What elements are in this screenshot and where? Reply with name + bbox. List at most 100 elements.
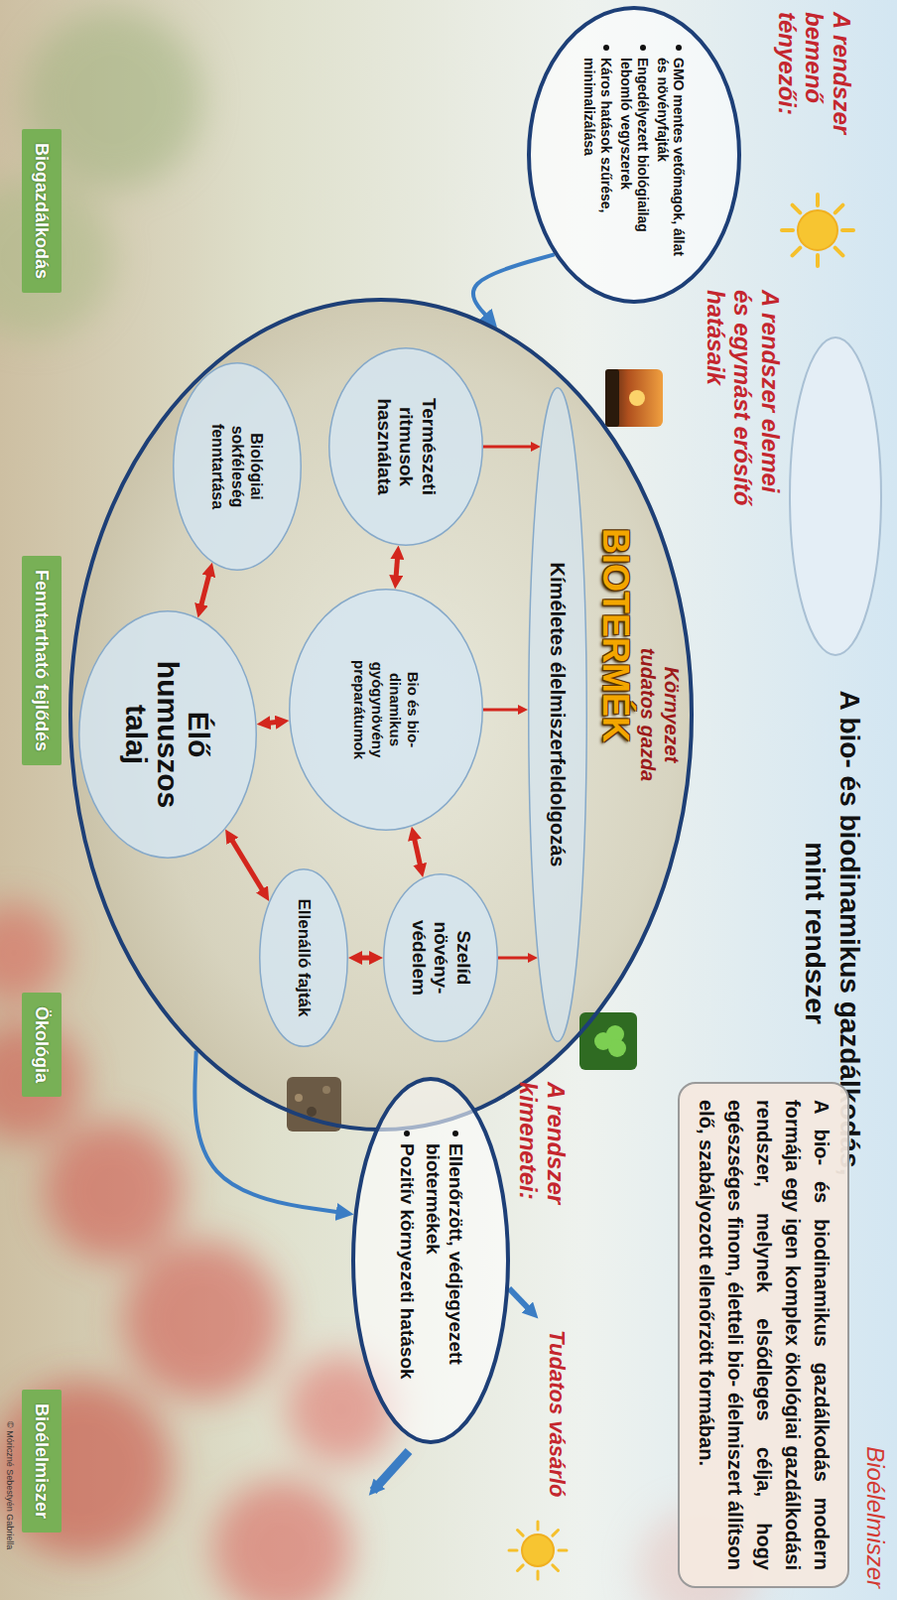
system-circle: Környezet tudatos gazdaBIOTERMÉK Kímélete… [68, 297, 694, 1132]
node-text: Kíméletes élelmiszerfeldolgozás [545, 486, 570, 943]
element-band: Kíméletes élelmiszerfeldolgozás [527, 386, 588, 1042]
buyer-arrow [509, 1287, 534, 1314]
node-text: Szelíd növény- védelem [406, 900, 475, 1016]
node-text-block: Ellenálló fajták [293, 897, 314, 1018]
ellipse-outline [79, 611, 257, 859]
tag-text: Biogazdálkodás [30, 142, 53, 279]
element-ellipse: Szelíd növény- védelem [383, 873, 499, 1042]
node-text-block: Ellenőrzött, védjegyezett biotermékekPoz… [391, 1130, 469, 1391]
sun-icon [781, 194, 854, 266]
copyright-note: © Móriczné Sebestyén Gabriella [4, 1420, 15, 1595]
element-ellipse: Ellenálló fajták [258, 868, 349, 1047]
interaction-arrow [264, 721, 281, 724]
flow-arrow [194, 1050, 344, 1213]
output-ellipse: Ellenőrzött, védjegyezett biotermékekPoz… [351, 1076, 511, 1444]
bullet-row: Ellenőrzött, védjegyezett biotermékek [420, 1130, 467, 1391]
sun-icon [509, 1521, 567, 1579]
input-ellipse: GMO mentes vetőmagok, állat és növényfaj… [526, 5, 742, 304]
ellipse-outline [353, 1078, 509, 1442]
topic-tag: Ökológia [21, 992, 62, 1097]
node-text: Bio és bio- dinamikus gyógynövény prepar… [350, 635, 422, 784]
bullet-dot [403, 1130, 410, 1137]
section-heading: A rendszer bemenő tényezői: [772, 11, 856, 176]
bullet-dot [640, 44, 646, 51]
element-ellipse: Bio és bio- dinamikus gyógynövény prepar… [288, 588, 484, 831]
element-ellipse: Természeti ritmusok használata [328, 347, 484, 546]
topic-tag: Fenntartható fejlődés [21, 555, 62, 766]
circle-ground [68, 297, 694, 1132]
node-text: Élő humuszos talaj [121, 647, 216, 822]
node-text-block: Kíméletes élelmiszerfeldolgozás [545, 486, 570, 943]
definition-box: A bio- és biodinamikus gazdálkodás moder… [677, 1081, 850, 1588]
interaction-arrow [356, 955, 375, 961]
bullet-dot [675, 44, 682, 51]
element-ellipse: Élő humuszos talaj [78, 610, 257, 859]
ellipse-outline [384, 874, 499, 1042]
bullet-text: GMO mentes vetőmagok, állat és növényfaj… [653, 57, 688, 265]
bullet-dot [452, 1130, 459, 1137]
bullet-row: GMO mentes vetőmagok, állat és növényfaj… [653, 44, 688, 265]
node-text-block: Szelíd növény- védelem [406, 900, 475, 1016]
node-content: Bio és bio- dinamikus gyógynövény prepar… [288, 588, 484, 831]
node-text: Ellenálló fajták [293, 897, 314, 1018]
bullet-text: Káros hatások szűrése, minimalizálása [581, 57, 616, 265]
output-ellipse-outline [351, 1076, 511, 1444]
node-text: Természeti ritmusok használata [372, 377, 440, 516]
bullet-text: Ellenőrzött, védjegyezett biotermékek [420, 1143, 467, 1391]
interaction-arrow [483, 445, 535, 449]
bullet-dot [603, 44, 610, 51]
corner-label: Bioélelmiszer [861, 1409, 890, 1588]
bullet-row: Káros hatások szűrése, minimalizálása [581, 44, 616, 265]
node-content: Biológiai sokféleség fenntartása [172, 362, 302, 571]
node-content: Ellenőrzött, védjegyezett biotermékekPoz… [351, 1076, 511, 1444]
node-content: Ellenálló fajták [258, 868, 349, 1047]
interaction-arrow [200, 570, 211, 610]
node-text-block: Bio és bio- dinamikus gyógynövény prepar… [350, 635, 422, 784]
topic-tag: Biogazdálkodás [21, 128, 62, 293]
output-arrow [373, 1450, 409, 1491]
section-heading: A rendszer kimenetei: [514, 1081, 570, 1271]
tag-text: Ökológia [30, 1006, 53, 1083]
ellipse-outline [259, 869, 349, 1047]
ellipse-outline [289, 589, 484, 831]
node-text-block: Élő humuszos talaj [121, 647, 216, 822]
ellipse-outline [173, 363, 302, 571]
section-heading: A rendszer elemei és egymást erősítő hat… [701, 289, 784, 513]
bullet-row: Engedélyezett biológiailag lebomló vegys… [617, 44, 651, 265]
node-content: Természeti ritmusok használata [328, 347, 484, 546]
topic-tag: Bioélelmiszer [21, 1389, 62, 1533]
ellipse-outline [528, 7, 740, 302]
interaction-arrow [229, 836, 264, 895]
node-text: Biológiai sokféleség fenntartása [208, 396, 266, 536]
ellipse-outline [70, 299, 692, 1130]
title-ellipse [789, 337, 882, 655]
node-content: Kíméletes élelmiszerfeldolgozás [527, 386, 588, 1042]
interaction-arrow [483, 708, 522, 712]
circle-heading: BIOTERMÉK [595, 476, 636, 794]
node-content: Élő humuszos talaj [78, 610, 257, 859]
node-content: Szelíd növény- védelem [383, 873, 499, 1042]
bullet-text: Engedélyezett biológiailag lebomló vegys… [617, 57, 651, 265]
interaction-arrow [395, 553, 398, 581]
bullet-row: Pozitív környezeti hatások [394, 1130, 418, 1391]
bullet-text: Pozitív környezeti hatások [394, 1143, 418, 1380]
tag-text: Fenntartható fejlődés [30, 569, 53, 752]
interaction-arrow [413, 834, 422, 870]
node-text-block: Természeti ritmusok használata [372, 377, 440, 516]
node-text-block: GMO mentes vetőmagok, állat és növényfaj… [578, 44, 691, 265]
ellipse-outline [329, 348, 484, 546]
interaction-arrow [498, 956, 532, 960]
node-text-block: Biológiai sokféleség fenntartása [208, 396, 266, 536]
sunset-photo [605, 369, 663, 427]
circle-caption: Környezet tudatos gazda [636, 640, 684, 789]
node-content: GMO mentes vetőmagok, állat és növényfaj… [526, 5, 742, 304]
flow-arrow [473, 254, 555, 320]
ellipse-outline [528, 387, 588, 1042]
tag-text: Bioélelmiszer [30, 1403, 53, 1519]
node-text: A bio- és biodinamikus gazdálkodás moder… [691, 1099, 836, 1570]
callout-text: Tudatos vásárló [544, 1329, 570, 1514]
element-ellipse: Biológiai sokféleség fenntartása [172, 362, 302, 571]
